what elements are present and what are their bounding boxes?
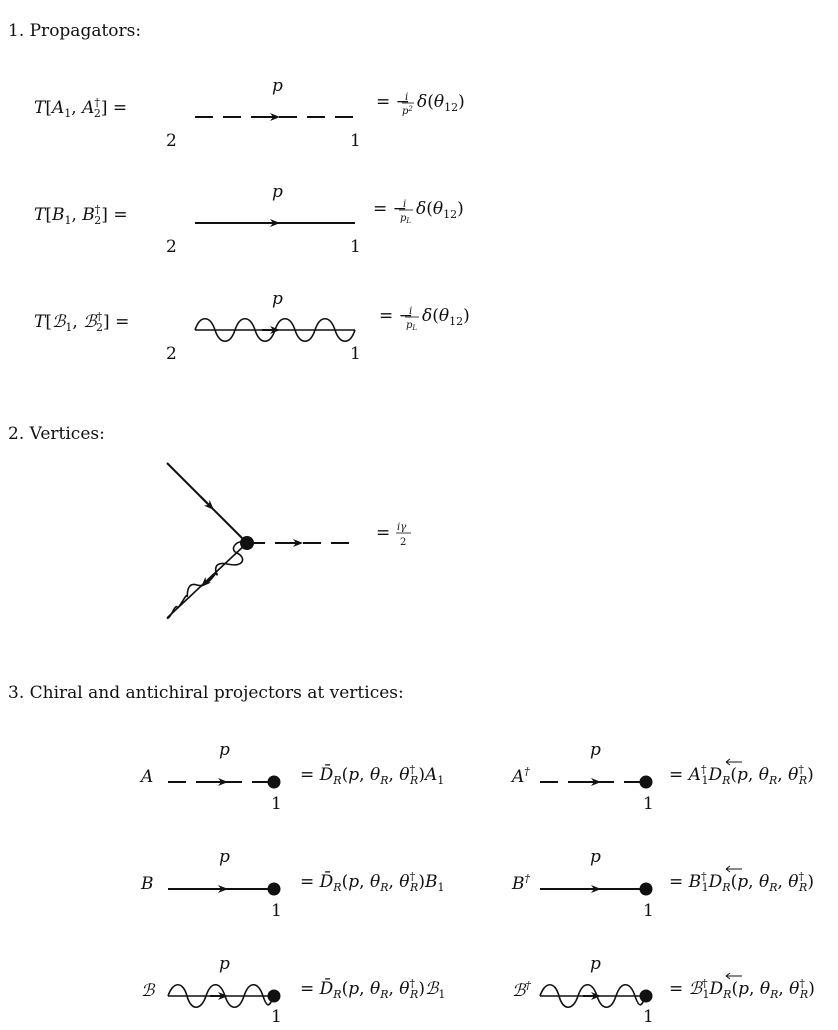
momentum-label: p	[219, 740, 230, 760]
end-label-1: 1	[271, 794, 282, 814]
field-label: ℬ	[141, 981, 156, 1001]
propagator-script-B: T[ℬ1, ℬ†2] = p 2 1 = − i pL δ(θ12)	[34, 289, 470, 364]
end-label-1: 1	[643, 794, 654, 814]
heading-vertices: 2. Vertices:	[8, 424, 105, 444]
end-label-1: 1	[271, 1007, 282, 1027]
vertex-dot	[639, 882, 653, 896]
fraction-numerator: i	[405, 92, 408, 103]
momentum-label: p	[272, 76, 283, 96]
end-label-1: 1	[643, 1007, 654, 1027]
projector-script-B-value: = D̄R(p, θR, θ†R)ℬ1	[300, 977, 445, 1001]
vertex-dot	[267, 882, 281, 896]
vertex-value: =	[376, 523, 390, 543]
propagator-B-value: = −	[373, 199, 407, 219]
projector-B-value: = D̄R(p, θR, θ†R)B1	[300, 870, 444, 894]
field-label: ℬ†	[512, 979, 531, 1001]
heading-projectors: 3. Chiral and antichiral projectors at v…	[8, 683, 404, 703]
end-label-1: 1	[350, 237, 361, 257]
momentum-label: p	[272, 182, 283, 202]
end-label-2: 2	[166, 237, 177, 257]
left-arrow-icon	[725, 865, 742, 873]
heading-propagators: 1. Propagators:	[8, 21, 141, 41]
fraction-numerator: i	[403, 199, 406, 210]
momentum-label: p	[590, 847, 601, 867]
field-label: B†	[511, 872, 531, 894]
field-label: A†	[510, 765, 530, 787]
field-label: B	[140, 874, 154, 894]
left-arrow-icon	[725, 758, 742, 766]
end-label-2: 2	[166, 131, 177, 151]
end-label-1: 1	[271, 901, 282, 921]
vertex-dot	[267, 989, 281, 1003]
delta-factor: δ(θ12)	[417, 92, 465, 114]
arrow-icon	[201, 573, 215, 587]
projector-B-dagger-value: = B†1DR(p, θR, θ†R)	[669, 870, 814, 894]
propagator-B-lhs: T[B1, B†2] =	[34, 203, 128, 227]
projector-A-dagger-value: = A†1DR(p, θR, θ†R)	[669, 763, 814, 787]
projector-script-B: ℬ p 1 = D̄R(p, θR, θ†R)ℬ1 ℬ† p 1 = ℬ†1DR…	[141, 954, 815, 1027]
vertex-dot	[639, 775, 653, 789]
momentum-label: p	[590, 740, 601, 760]
fraction-denominator: pL	[406, 320, 417, 332]
end-label-2: 2	[166, 344, 177, 364]
arrow-icon	[200, 496, 214, 510]
delta-factor: δ(θ12)	[416, 199, 464, 221]
propagator-A: T[A1, A†2] = p 2 1 = − i p2 δ(θ12)	[34, 76, 465, 151]
fraction-denominator: 2	[400, 537, 406, 548]
projector-script-B-dagger-value: = ℬ†1DR(p, θR, θ†R)	[669, 977, 815, 1001]
momentum-label: p	[272, 289, 283, 309]
momentum-label: p	[219, 847, 230, 867]
wavy-line	[166, 541, 248, 619]
vertex-dot	[639, 989, 653, 1003]
field-label: A	[139, 767, 153, 787]
propagator-script-B-value: = −	[379, 306, 413, 326]
momentum-label: p	[219, 954, 230, 974]
fraction-numerator: i	[409, 306, 412, 317]
propagator-A-lhs: T[A1, A†2] =	[34, 96, 127, 120]
projector-A-value: = D̄R(p, θR, θ†R)A1	[300, 763, 444, 787]
fraction-denominator: pL	[400, 213, 411, 225]
propagator-script-B-lhs: T[ℬ1, ℬ†2] =	[34, 310, 129, 334]
projector-B: B p 1 = D̄R(p, θR, θ†R)B1 B† p 1 = B†1DR…	[140, 847, 814, 921]
vertex-dot	[267, 775, 281, 789]
end-label-1: 1	[350, 131, 361, 151]
vertex: = iγ 2	[166, 462, 411, 619]
propagator-B: T[B1, B†2] = p 2 1 = − i pL δ(θ12)	[34, 182, 464, 257]
end-label-1: 1	[350, 344, 361, 364]
left-arrow-icon	[725, 972, 742, 980]
vertex-dot	[240, 536, 254, 550]
fraction-denominator: p2	[402, 105, 413, 117]
propagator-A-value: = −	[376, 92, 410, 112]
delta-factor: δ(θ12)	[422, 306, 470, 328]
momentum-label: p	[590, 954, 601, 974]
fraction-numerator: iγ	[397, 522, 406, 533]
end-label-1: 1	[643, 901, 654, 921]
projector-A: A p 1 = D̄R(p, θR, θ†R)A1 A† p 1 = A†1DR…	[139, 740, 814, 814]
